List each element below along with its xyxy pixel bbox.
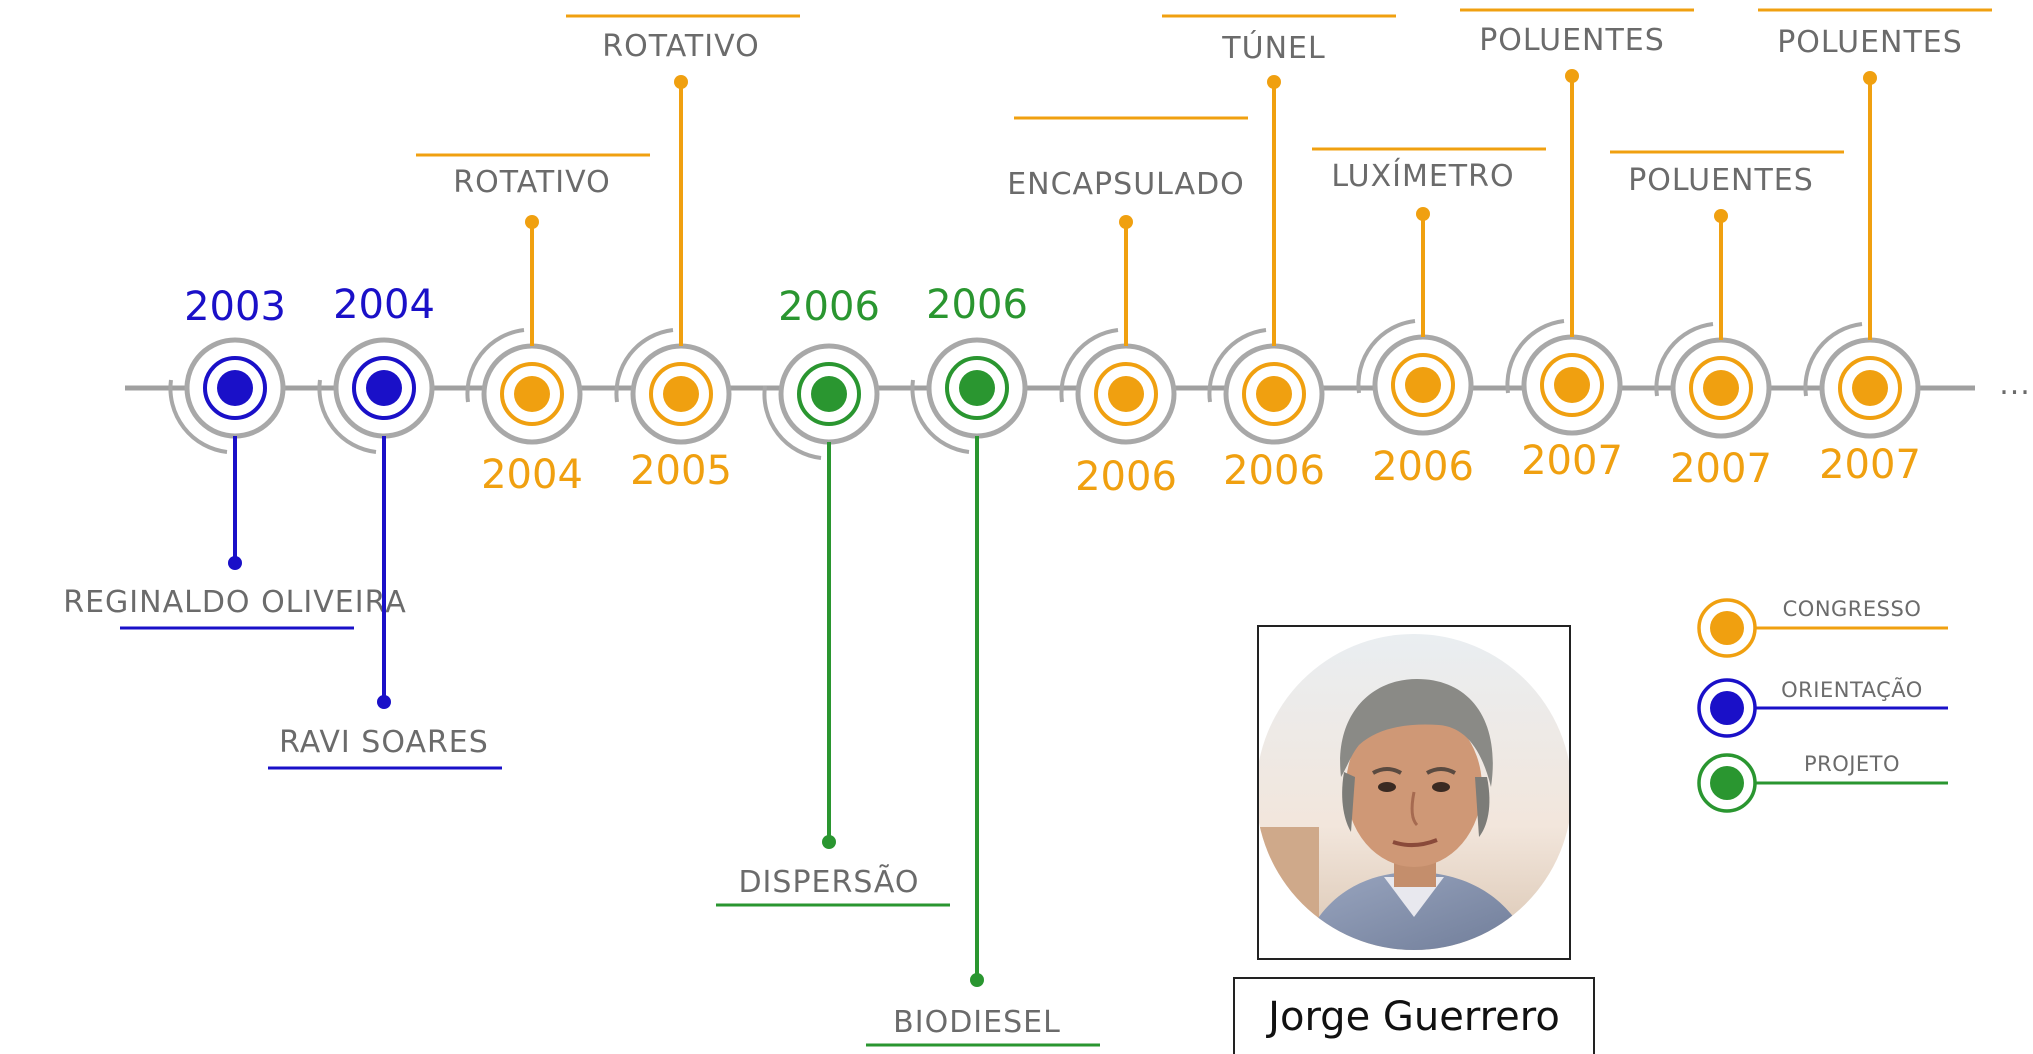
node-dot: [1852, 370, 1888, 406]
node-dot: [217, 370, 253, 406]
event-label: ROTATIVO: [602, 29, 759, 64]
event-label: POLUENTES: [1628, 163, 1814, 198]
event-year: 2006: [926, 282, 1028, 328]
node-arc: [1059, 328, 1119, 403]
event-label: TÚNEL: [1221, 29, 1325, 66]
event-label: POLUENTES: [1479, 23, 1665, 58]
event-year: 2006: [778, 284, 880, 330]
node-arc: [1654, 322, 1714, 397]
node-arc: [317, 379, 377, 454]
stem-end-dot: [674, 75, 688, 89]
event-label: LUXÍMETRO: [1331, 158, 1514, 194]
legend-label-projeto: PROJETO: [1804, 752, 1900, 776]
node-arc: [168, 379, 228, 454]
node-dot: [1703, 370, 1739, 406]
stem-end-dot: [1119, 215, 1133, 229]
event-year: 2005: [630, 448, 732, 494]
node-dot: [1256, 376, 1292, 412]
node-arc: [1356, 319, 1416, 394]
stem-end-dot: [1267, 75, 1281, 89]
stem-end-dot: [1416, 207, 1430, 221]
event-year: 2006: [1075, 454, 1177, 500]
event-label: REGINALDO OLIVEIRA: [63, 585, 406, 620]
stem-end-dot: [1714, 209, 1728, 223]
node-dot: [1405, 367, 1441, 403]
portrait-photo-icon: [1259, 634, 1569, 950]
legend-dot-congresso: [1710, 611, 1744, 645]
legend-label-congresso: CONGRESSO: [1783, 597, 1922, 621]
event-year: 2007: [1670, 446, 1772, 492]
stem-end-dot: [525, 215, 539, 229]
node-dot: [959, 370, 995, 406]
continuation-ellipsis: ...: [1999, 367, 2031, 402]
event-year: 2004: [333, 282, 435, 328]
node-dot: [811, 376, 847, 412]
legend-dot-projeto: [1710, 766, 1744, 800]
node-arc: [614, 328, 674, 403]
event-label: ENCAPSULADO: [1007, 167, 1245, 202]
stem-end-dot: [1565, 69, 1579, 83]
node-dot: [1108, 376, 1144, 412]
event-year: 2006: [1223, 448, 1325, 494]
event-year: 2007: [1819, 442, 1921, 488]
stem-end-dot: [970, 973, 984, 987]
node-dot: [663, 376, 699, 412]
node-dot: [1554, 367, 1590, 403]
person-name: Jorge Guerrero: [1233, 977, 1595, 1054]
node-arc: [910, 379, 970, 454]
portrait-frame: [1257, 625, 1571, 960]
node-arc: [465, 328, 525, 403]
stem-end-dot: [377, 695, 391, 709]
node-arc: [762, 385, 822, 460]
stem-end-dot: [822, 835, 836, 849]
event-year: 2007: [1521, 438, 1623, 484]
event-label: POLUENTES: [1777, 25, 1963, 60]
node-arc: [1505, 319, 1565, 394]
event-label: DISPERSÃO: [738, 864, 919, 900]
node-dot: [366, 370, 402, 406]
stem-end-dot: [1863, 71, 1877, 85]
event-year: 2006: [1372, 444, 1474, 490]
event-year: 2004: [481, 452, 583, 498]
node-dot: [514, 376, 550, 412]
event-label: BIODIESEL: [893, 1005, 1061, 1040]
legend-label-orientacao: ORIENTAÇÃO: [1781, 676, 1923, 702]
legend-dot-orientacao: [1710, 691, 1744, 725]
event-label: RAVI SOARES: [279, 725, 489, 760]
stem-end-dot: [228, 556, 242, 570]
node-arc: [1803, 322, 1863, 397]
event-year: 2003: [184, 284, 286, 330]
node-arc: [1207, 328, 1267, 403]
event-label: ROTATIVO: [453, 165, 610, 200]
